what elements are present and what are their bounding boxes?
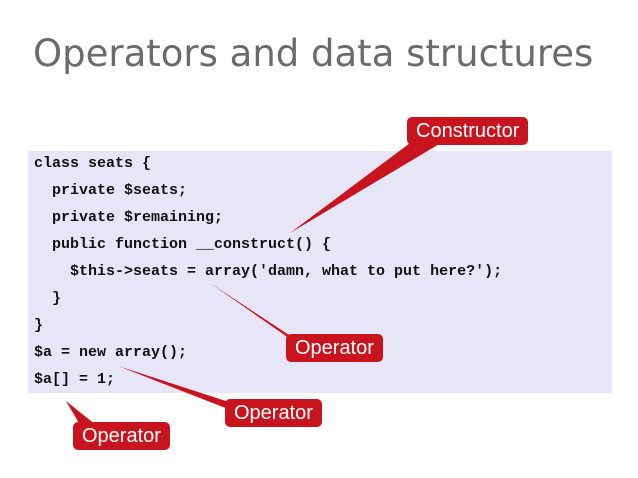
- constructor-callout: Constructor: [407, 117, 529, 145]
- code-line: private $remaining;: [34, 209, 224, 226]
- code-line: }: [34, 317, 44, 334]
- operator-callout-array: Operator: [286, 334, 383, 362]
- slide-title: Operators and data structures: [33, 32, 594, 75]
- code-line: class seats {: [34, 155, 152, 172]
- code-line: private $seats;: [34, 182, 188, 199]
- code-line: $a[] = 1;: [34, 371, 116, 388]
- code-line: }: [34, 290, 62, 307]
- operator-callout-append: Operator: [225, 399, 322, 427]
- code-line: $a = new array();: [34, 344, 188, 361]
- operator-callout-variable: Operator: [73, 422, 170, 450]
- code-line: public function __construct() {: [34, 236, 332, 253]
- code-line: $this->seats = array('damn, what to put …: [34, 263, 503, 280]
